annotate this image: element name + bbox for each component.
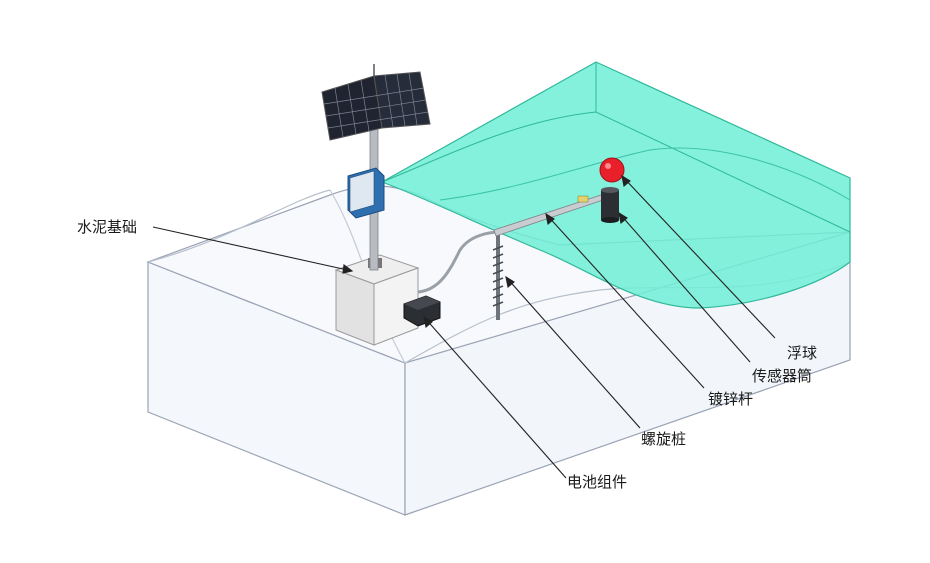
float-highlight	[605, 163, 611, 169]
label-sensor: 传感器筒	[752, 367, 813, 385]
cable	[417, 230, 501, 294]
leader-lines	[152, 174, 776, 479]
solar-panel	[321, 71, 431, 141]
label-battery: 电池组件	[567, 473, 628, 491]
label-rod: 镀锌杆	[708, 390, 754, 408]
battery-pack	[403, 295, 441, 327]
control-box	[347, 167, 385, 219]
water-body	[380, 61, 851, 309]
label-float: 浮球	[787, 344, 818, 362]
label-foundation: 水泥基础	[77, 218, 138, 236]
label-pile: 螺旋桩	[641, 430, 687, 448]
spiral-pile	[492, 232, 504, 320]
sensor-cylinder	[601, 187, 619, 223]
float-ball	[599, 157, 625, 183]
